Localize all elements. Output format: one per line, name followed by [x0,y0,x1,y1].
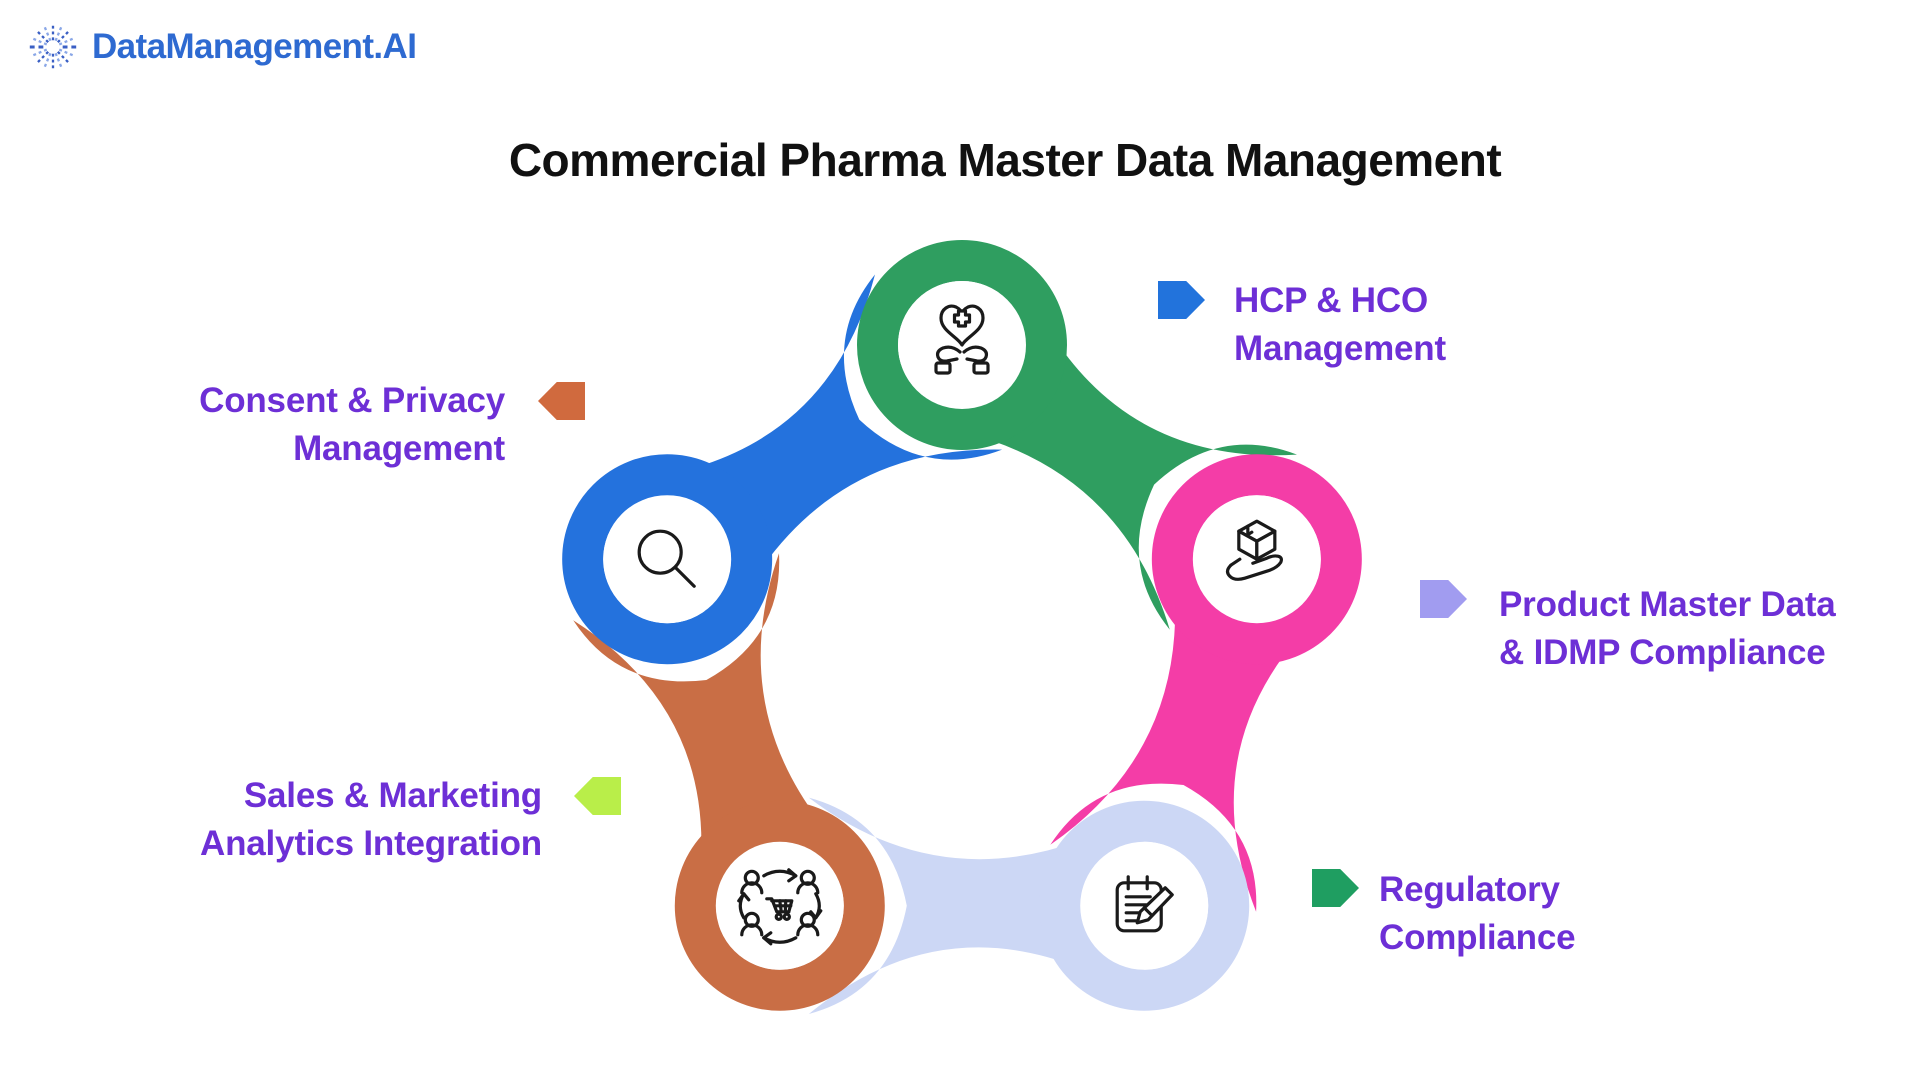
notepad-pencil-icon [1115,875,1174,933]
page-title: Commercial Pharma Master Data Management [508,134,1502,186]
hands-heart-cross-icon [934,304,990,375]
label-line: Product Master Data [1499,585,1836,624]
label-line: Management [293,429,505,468]
label-line: Regulatory [1379,870,1560,909]
hcp-hco-label: HCP & HCO Management [1234,277,1446,373]
node-ring-hcp-hco [857,240,1067,450]
label-line: Compliance [1379,918,1576,957]
product-idmp-label: Product Master Data & IDMP Compliance [1499,581,1836,677]
magnifier-icon [637,529,696,588]
starburst-ray [54,52,63,68]
starburst-icon [25,24,81,70]
starburst-ray [32,48,48,57]
starburst-ray [43,26,52,42]
starburst-ray [56,30,70,44]
node-ring-regulatory-compliance [1039,800,1250,1011]
starburst-ray [43,52,52,68]
starburst-ray [58,48,74,57]
starburst-ray [32,37,48,46]
consent-privacy-label: Consent & Privacy Management [199,377,505,473]
sales-marketing-label: Sales & Marketing Analytics Integration [200,772,542,868]
starburst-ray [54,26,63,42]
starburst-ray [56,50,70,64]
label-line: Management [1234,329,1446,368]
logo-text: DataManagement.AI [92,27,417,66]
node-ring-product-idmp [1151,454,1362,665]
label-line: HCP & HCO [1234,281,1428,320]
label-line: Sales & Marketing [243,776,542,815]
node-ring-sales-marketing [674,800,885,1011]
starburst-ray [36,50,50,64]
label-line: Consent & Privacy [199,381,505,420]
people-cart-cycle-icon [737,868,823,946]
label-line: & IDMP Compliance [1499,633,1826,672]
regulatory-compliance-label: Regulatory Compliance [1379,866,1576,962]
node-face-consent-privacy [603,495,732,624]
logo: DataManagement.AI [24,18,417,76]
label-line: Analytics Integration [200,824,542,863]
starburst-ray [58,37,74,46]
node-ring-consent-privacy [562,454,773,665]
starburst-ray [36,30,50,44]
hand-box-icon [1225,519,1283,581]
